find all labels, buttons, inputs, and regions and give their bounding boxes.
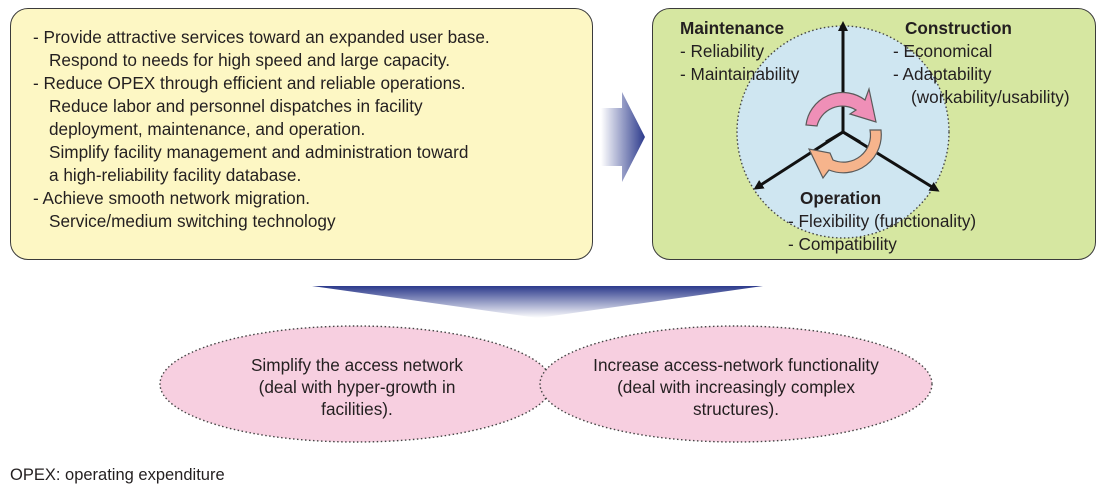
goals-box: - Provide attractive services toward an … bbox=[10, 8, 593, 260]
goal-line: deployment, maintenance, and operation. bbox=[49, 119, 366, 139]
footnote: OPEX: operating expenditure bbox=[10, 466, 225, 484]
operation-item: - Flexibility (functionality) bbox=[788, 211, 977, 231]
goal-line: - Achieve smooth network migration. bbox=[33, 188, 311, 208]
oval-line: Simplify the access network bbox=[250, 355, 464, 375]
construction-item: (workability/usability) bbox=[911, 87, 1070, 107]
maintenance-item: - Maintainability bbox=[680, 64, 800, 84]
goal-line: - Provide attractive services toward an … bbox=[33, 27, 490, 47]
construction-title: Construction bbox=[905, 18, 1012, 38]
oval-functionality-text: Increase access-network functionality (d… bbox=[558, 354, 914, 420]
goal-line: Reduce labor and personnel dispatches in… bbox=[49, 96, 423, 116]
operation-title: Operation bbox=[800, 188, 882, 208]
maintenance-title: Maintenance bbox=[680, 18, 785, 38]
construction-item: - Adaptability bbox=[893, 64, 992, 84]
operation-item: - Compatibility bbox=[788, 234, 897, 254]
goal-line: Simplify facility management and adminis… bbox=[49, 142, 469, 162]
oval-line: facilities). bbox=[321, 399, 393, 419]
oval-line: structures). bbox=[693, 399, 779, 419]
cycle-arrows bbox=[805, 86, 882, 180]
oval-simplify-text: Simplify the access network (deal with h… bbox=[182, 354, 532, 420]
oval-line: (deal with hyper-growth in bbox=[258, 377, 456, 397]
construction-item: - Economical bbox=[893, 41, 993, 61]
right-block-arrow bbox=[601, 92, 645, 182]
oval-line: Increase access-network functionality bbox=[593, 355, 879, 375]
goal-line: Respond to needs for high speed and larg… bbox=[49, 50, 450, 70]
oval-functionality bbox=[539, 325, 933, 443]
goal-line: - Reduce OPEX through efficient and reli… bbox=[33, 73, 466, 93]
oval-line: (deal with increasingly complex bbox=[617, 377, 855, 397]
maintenance-item: - Reliability bbox=[680, 41, 765, 61]
down-funnel-arrow bbox=[312, 286, 763, 318]
goal-line: Service/medium switching technology bbox=[49, 211, 336, 231]
goal-line: a high-reliability facility database. bbox=[49, 165, 302, 185]
